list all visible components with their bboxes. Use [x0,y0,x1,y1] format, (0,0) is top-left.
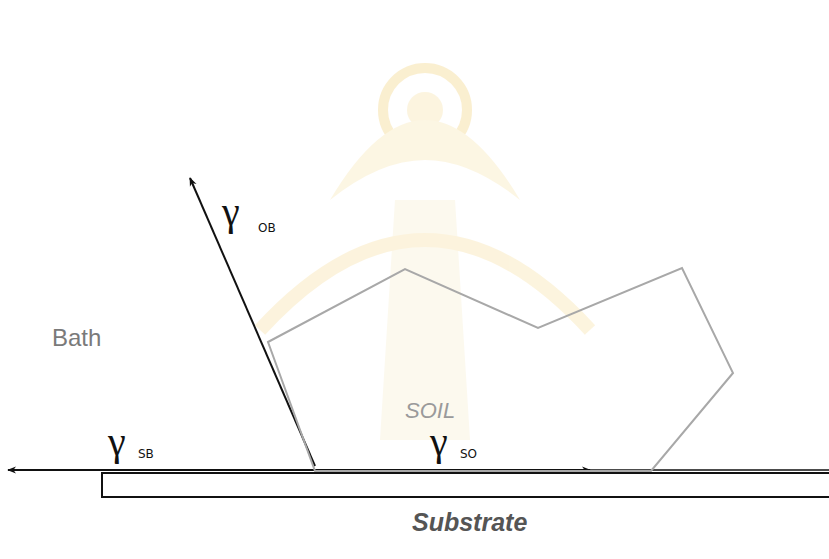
tension-subscript: SB [138,448,154,460]
part-label: Substrate [412,510,527,535]
tension-symbol: γ [430,422,448,462]
tension-arrow [8,469,315,471]
tension-subscript: SO [460,448,477,460]
tension-arrow [190,178,315,466]
soil-outline [265,265,737,475]
tension-symbol: γ [108,422,126,462]
substrate-plate [102,473,829,497]
tension-symbol: γ [222,192,240,232]
soil-blob: SOIL [265,265,737,475]
watermark-emblem [260,68,590,440]
soil-outline [268,268,733,471]
region-label: Bath [52,326,101,350]
node-text: SOIL [405,400,455,422]
tension-subscript: OB [258,222,276,234]
